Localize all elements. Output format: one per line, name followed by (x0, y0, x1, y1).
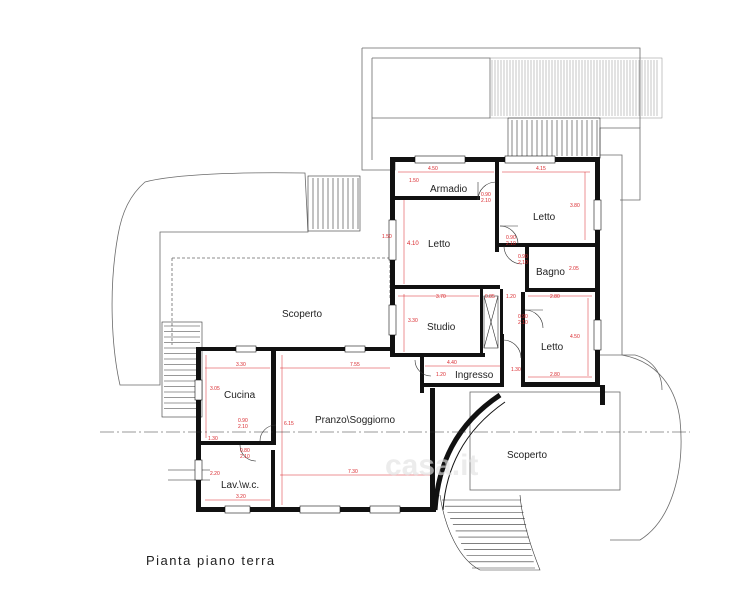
dim-armadio-w: 4.50 (428, 166, 438, 172)
dimension-labels: 4.50 4.15 1.50 4.10 1.50 3.80 0.90 2.10 … (208, 166, 580, 500)
dim-door-d: 0.90 (518, 314, 528, 320)
dim-armadio-h: 1.50 (409, 178, 419, 184)
dim-ingresso-w: 4.40 (447, 360, 457, 366)
room-label-cucina: Cucina (224, 390, 256, 401)
stairs-lower-left (161, 321, 203, 418)
door-swings (239, 181, 544, 462)
dim-corr-w2: 1.20 (506, 294, 516, 300)
dim-studio-w: 3.70 (436, 294, 446, 300)
room-label-letto-center: Letto (428, 239, 451, 250)
room-labels: Armadio Letto Letto Bagno Scoperto Studi… (221, 184, 565, 491)
room-label-pranzo-soggiorno: Pranzo\Soggiorno (315, 415, 395, 426)
stairs-top-right (507, 117, 601, 159)
room-label-scoperto-left: Scoperto (282, 309, 322, 320)
dim-bagno-h: 2.05 (569, 266, 579, 272)
dim-letto-br-w: 2.80 (550, 294, 560, 300)
dim-ingresso-h2: 1.30 (511, 367, 521, 373)
plan-caption: Pianta piano terra (146, 553, 276, 568)
dim-cucina-small: 1.30 (208, 436, 218, 442)
room-label-letto-bottom-right: Letto (541, 342, 564, 353)
dim-door-b: 0.90 (506, 235, 516, 241)
room-label-scoperto-right: Scoperto (507, 450, 547, 461)
dim-ingresso-h: 1.20 (436, 372, 446, 378)
dim-door-f: 0.80 (240, 448, 250, 454)
dim-studio-h: 3.30 (408, 318, 418, 324)
dim-door-c: 0.90 (518, 254, 528, 260)
dim-letto-tr-w: 4.15 (536, 166, 546, 172)
dim-door-f2: 2.10 (240, 454, 250, 460)
dim-door-c2: 2.10 (518, 260, 528, 266)
dim-pranzo-h: 6.15 (284, 421, 294, 427)
curved-wall (432, 392, 506, 511)
room-label-studio: Studio (427, 322, 456, 333)
dim-pranzo-w: 7.30 (348, 469, 358, 475)
dim-letto-c-h: 4.10 (407, 241, 419, 247)
stairs-curved (439, 494, 541, 571)
room-label-ingresso: Ingresso (455, 370, 494, 381)
dim-letto-br-h: 4.50 (570, 334, 580, 340)
dim-door-a: 0.90 (481, 192, 491, 198)
room-label-letto-top-right: Letto (533, 212, 556, 223)
dim-pranzo-w-top: 7.55 (350, 362, 360, 368)
corridor-cabinet (483, 295, 499, 349)
room-label-bagno: Bagno (536, 267, 565, 278)
dim-corr-w: 0.85 (485, 294, 495, 300)
dim-letto-c-side: 1.50 (382, 234, 392, 240)
room-label-armadio: Armadio (430, 184, 468, 195)
windows (194, 155, 602, 514)
dim-door-a2: 2.10 (481, 198, 491, 204)
dimension-lines (205, 171, 592, 505)
dim-door-e2: 2.10 (238, 424, 248, 430)
room-label-lav-wc: Lav.\w.c. (221, 480, 259, 491)
dim-door-e: 0.90 (238, 418, 248, 424)
stairs-left (307, 175, 361, 232)
dim-door-d2: 2.10 (518, 320, 528, 326)
terrace-hatch-top (489, 57, 663, 119)
site-outlines (111, 47, 682, 541)
dim-door-b2: 2.10 (506, 241, 516, 247)
dim-letto-tr-h: 3.80 (570, 203, 580, 209)
dim-letto-br-w2: 2.80 (550, 372, 560, 378)
dim-lav-h: 2.20 (210, 471, 220, 477)
dim-cucina-w: 3.30 (236, 362, 246, 368)
dim-cucina-h: 3.05 (210, 386, 220, 392)
dim-lav-w: 3.20 (236, 494, 246, 500)
watermark-text: casa.it (385, 449, 478, 482)
